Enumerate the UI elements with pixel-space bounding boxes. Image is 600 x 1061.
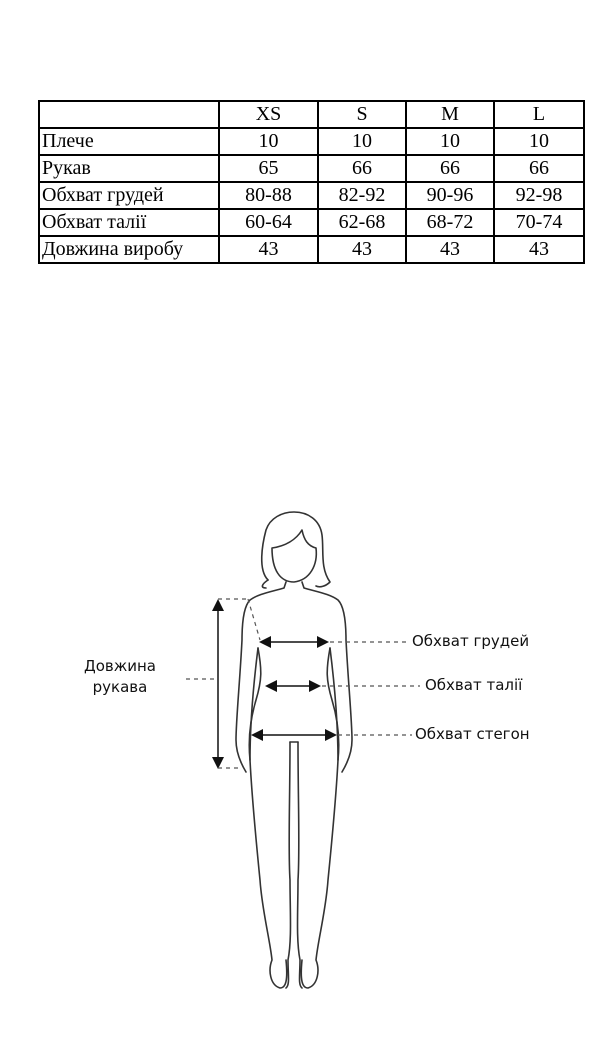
table-cell: 66 [317,154,407,183]
table-cell: 68-72 [405,208,495,237]
table-cell: 10 [317,127,407,156]
body-measurement-figure: Довжина рукава Обхват грудей Обхват талі… [0,500,600,1000]
table-header-row: XS S M L [38,100,585,129]
table-cell: 43 [405,235,495,264]
row-label: Плече [38,127,220,156]
table-row: Обхват талії 60-64 62-68 68-72 70-74 [38,208,585,237]
table-cell: 92-98 [493,181,585,210]
row-label: Рукав [38,154,220,183]
header-empty-cell [38,100,220,129]
table-cell: 80-88 [218,181,319,210]
row-label: Обхват грудей [38,181,220,210]
table-cell: 82-92 [317,181,407,210]
table-row: Рукав 65 66 66 66 [38,154,585,183]
table-cell: 70-74 [493,208,585,237]
sleeve-length-label: Довжина рукава [84,656,156,698]
table-cell: 10 [493,127,585,156]
table-cell: 10 [218,127,319,156]
table-cell: 66 [405,154,495,183]
table-row: Довжина виробу 43 43 43 43 [38,235,585,264]
table-cell: 90-96 [405,181,495,210]
size-table: XS S M L Плече 10 10 10 10 Рукав 65 66 6… [38,100,585,264]
table-cell: 43 [317,235,407,264]
row-label: Довжина виробу [38,235,220,264]
table-cell: 43 [218,235,319,264]
table-cell: 43 [493,235,585,264]
hips-label: Обхват стегон [415,725,530,743]
header-xs: XS [218,100,319,129]
female-silhouette-icon [186,511,420,989]
table-cell: 60-64 [218,208,319,237]
header-m: M [405,100,495,129]
chest-label: Обхват грудей [412,632,530,650]
table-row: Обхват грудей 80-88 82-92 90-96 92-98 [38,181,585,210]
table-cell: 66 [493,154,585,183]
sleeve-label-line1: Довжина [84,657,156,675]
waist-label: Обхват талії [425,676,523,694]
sleeve-label-line2: рукава [92,678,148,696]
header-l: L [493,100,585,129]
table-row: Плече 10 10 10 10 [38,127,585,156]
table-cell: 65 [218,154,319,183]
table-cell: 62-68 [317,208,407,237]
table-cell: 10 [405,127,495,156]
header-s: S [317,100,407,129]
row-label: Обхват талії [38,208,220,237]
